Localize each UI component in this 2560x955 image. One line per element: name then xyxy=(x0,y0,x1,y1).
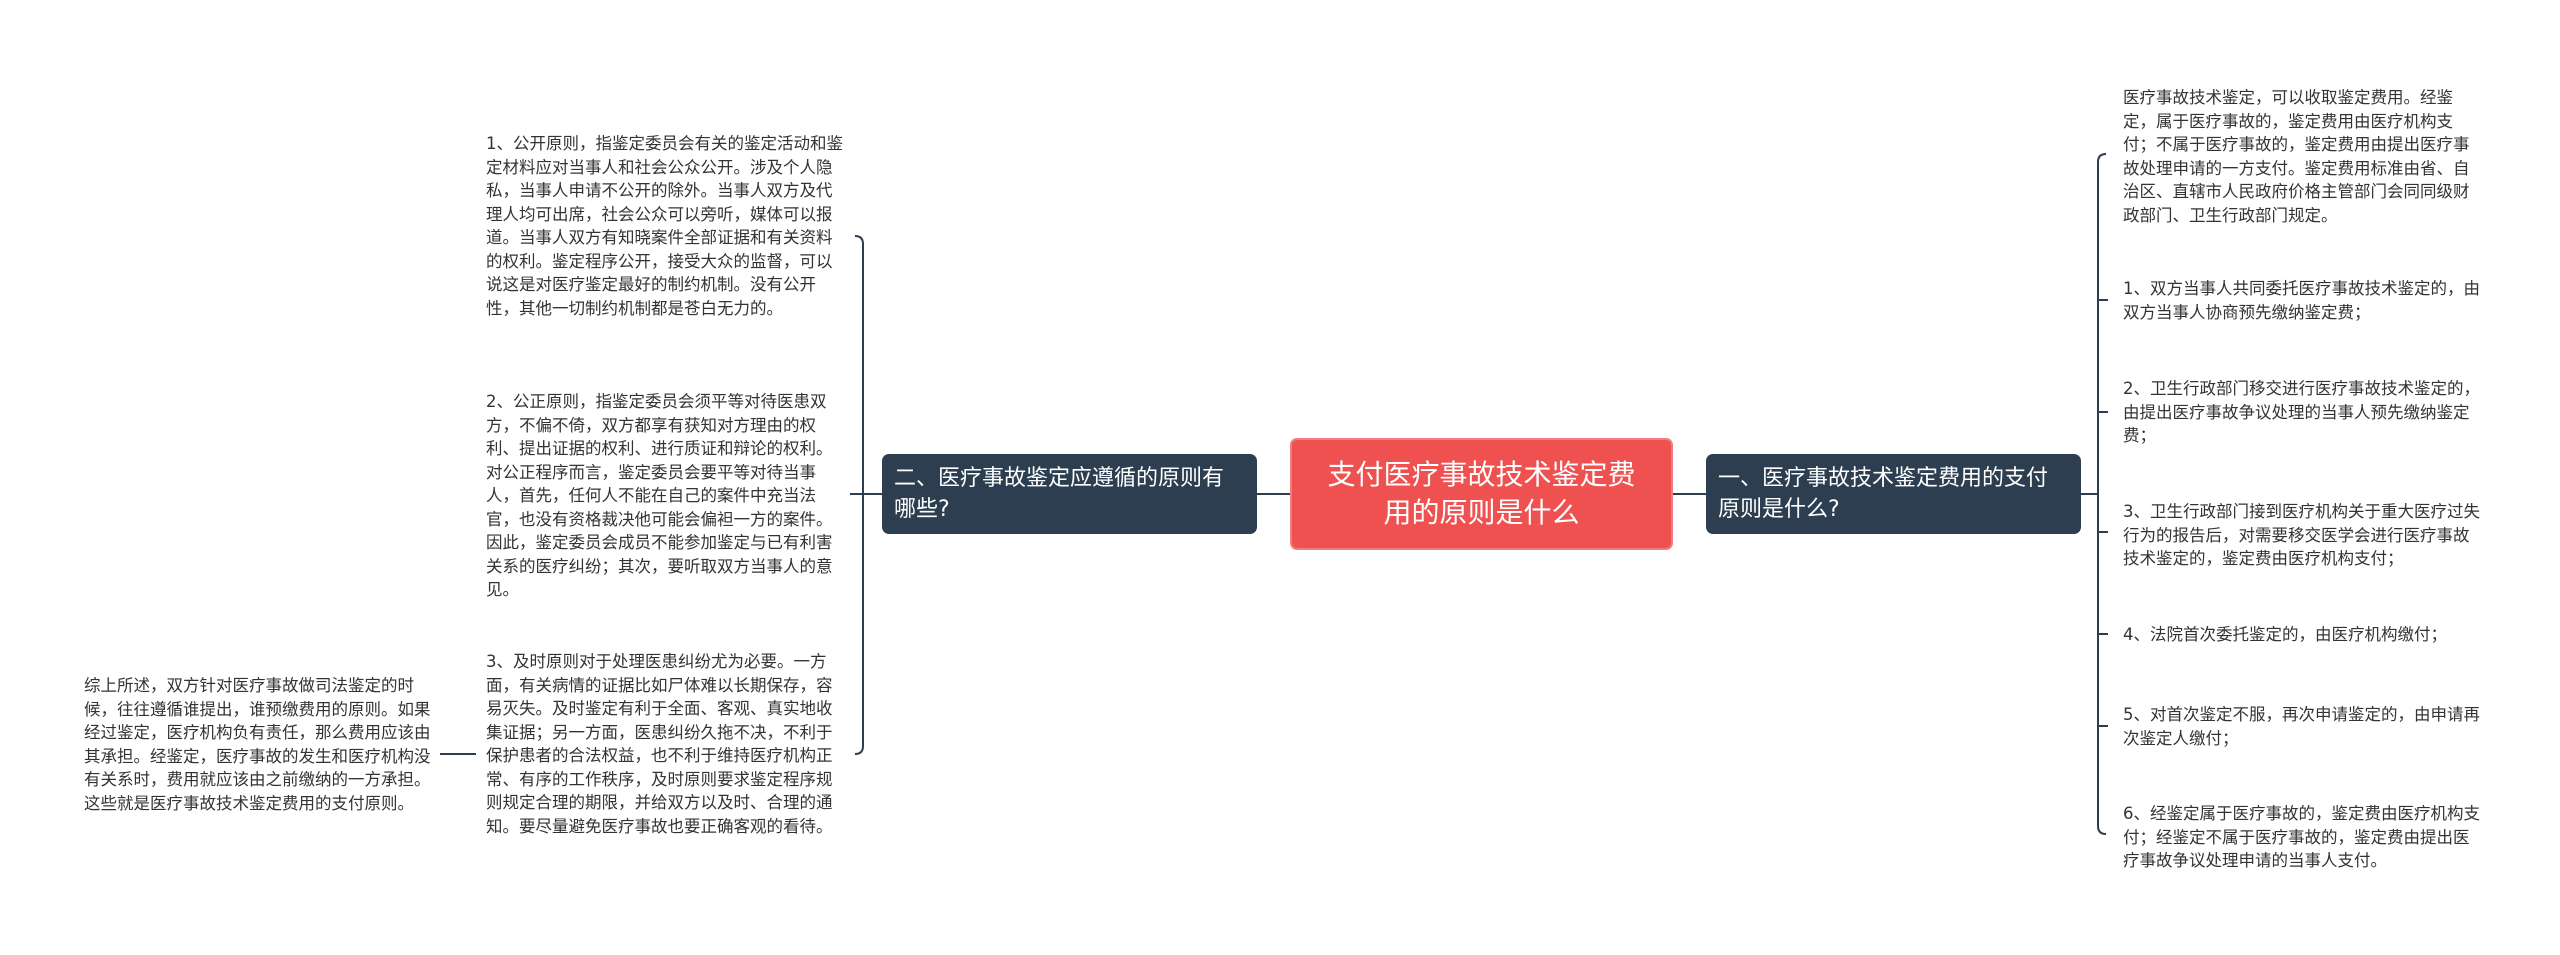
branch-fee-principle-label: 一、医疗事故技术鉴定费用的支付原则是什么? xyxy=(1718,466,2049,522)
right-leaf-intro-text: 医疗事故技术鉴定，可以收取鉴定费用。经鉴定，属于医疗事故的，鉴定费用由医疗机构支… xyxy=(2123,88,2470,225)
branch-appraisal-principles-label: 二、医疗事故鉴定应遵循的原则有哪些? xyxy=(894,466,1225,522)
right-leaf-4-text: 4、法院首次委托鉴定的，由医疗机构缴付； xyxy=(2123,625,2447,644)
right-leaf-5-text: 5、对首次鉴定不服，再次申请鉴定的，由申请再次鉴定人缴付； xyxy=(2123,705,2480,748)
right-leaf-4[interactable]: 4、法院首次委托鉴定的，由医疗机构缴付； xyxy=(2123,623,2480,647)
left-leaf-openness-text: 1、公开原则，指鉴定委员会有关的鉴定活动和鉴定材料应对当事人和社会公众公开。涉及… xyxy=(486,134,843,318)
branch-appraisal-principles[interactable]: 二、医疗事故鉴定应遵循的原则有哪些? xyxy=(882,454,1257,534)
right-leaf-2[interactable]: 2、卫生行政部门移交进行医疗事故技术鉴定的，由提出医疗事故争议处理的当事人预先缴… xyxy=(2123,377,2480,448)
central-topic[interactable]: 支付医疗事故技术鉴定费用的原则是什么 xyxy=(1290,438,1673,550)
left-leaf-timeliness-text: 3、及时原则对于处理医患纠纷尤为必要。一方面，有关病情的证据比如尸体难以长期保存… xyxy=(486,652,833,836)
central-topic-label: 支付医疗事故技术鉴定费用的原则是什么 xyxy=(1327,458,1636,529)
right-leaf-2-text: 2、卫生行政部门移交进行医疗事故技术鉴定的，由提出医疗事故争议处理的当事人预先缴… xyxy=(2123,379,2480,445)
branch-fee-principle[interactable]: 一、医疗事故技术鉴定费用的支付原则是什么? xyxy=(1706,454,2081,534)
left-subleaf-summary-text: 综上所述，双方针对医疗事故做司法鉴定的时候，往往遵循谁提出，谁预缴费用的原则。如… xyxy=(84,676,431,813)
right-spine xyxy=(2097,153,2107,835)
right-leaf-intro[interactable]: 医疗事故技术鉴定，可以收取鉴定费用。经鉴定，属于医疗事故的，鉴定费用由医疗机构支… xyxy=(2123,86,2480,227)
left-leaf-fairness-text: 2、公正原则，指鉴定委员会须平等对待医患双方，不偏不倚，双方都享有获知对方理由的… xyxy=(486,392,833,599)
left-leaf-openness[interactable]: 1、公开原则，指鉴定委员会有关的鉴定活动和鉴定材料应对当事人和社会公众公开。涉及… xyxy=(486,132,844,320)
right-leaf-3[interactable]: 3、卫生行政部门接到医疗机构关于重大医疗过失行为的报告后，对需要移交医学会进行医… xyxy=(2123,500,2480,571)
right-leaf-1-text: 1、双方当事人共同委托医疗事故技术鉴定的，由双方当事人协商预先缴纳鉴定费； xyxy=(2123,279,2480,322)
right-leaf-3-text: 3、卫生行政部门接到医疗机构关于重大医疗过失行为的报告后，对需要移交医学会进行医… xyxy=(2123,502,2480,568)
left-leaf-timeliness[interactable]: 3、及时原则对于处理医患纠纷尤为必要。一方面，有关病情的证据比如尸体难以长期保存… xyxy=(486,650,844,838)
right-leaf-5[interactable]: 5、对首次鉴定不服，再次申请鉴定的，由申请再次鉴定人缴付； xyxy=(2123,703,2480,750)
left-leaf-fairness[interactable]: 2、公正原则，指鉴定委员会须平等对待医患双方，不偏不倚，双方都享有获知对方理由的… xyxy=(486,390,844,602)
right-leaf-6[interactable]: 6、经鉴定属于医疗事故的，鉴定费由医疗机构支付；经鉴定不属于医疗事故的，鉴定费由… xyxy=(2123,802,2480,873)
left-subleaf-summary[interactable]: 综上所述，双方针对医疗事故做司法鉴定的时候，往往遵循谁提出，谁预缴费用的原则。如… xyxy=(84,674,440,815)
right-leaf-1[interactable]: 1、双方当事人共同委托医疗事故技术鉴定的，由双方当事人协商预先缴纳鉴定费； xyxy=(2123,277,2480,324)
right-leaf-6-text: 6、经鉴定属于医疗事故的，鉴定费由医疗机构支付；经鉴定不属于医疗事故的，鉴定费由… xyxy=(2123,804,2480,870)
